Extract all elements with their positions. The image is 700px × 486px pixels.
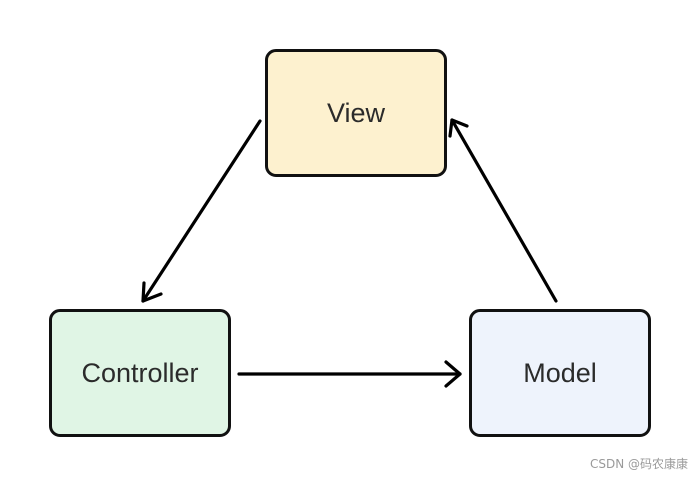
watermark: CSDN @码农康康 <box>589 457 688 471</box>
model-node: Model <box>469 309 651 437</box>
controller-label: Controller <box>81 357 199 388</box>
arrow-model-to-view <box>448 118 558 303</box>
view-label: View <box>326 97 386 128</box>
view-node: View <box>265 49 447 177</box>
arrow-controller-to-model <box>237 360 462 388</box>
arrow-view-to-controller <box>141 119 262 303</box>
controller-node: Controller <box>49 309 231 437</box>
model-label: Model <box>523 357 597 388</box>
